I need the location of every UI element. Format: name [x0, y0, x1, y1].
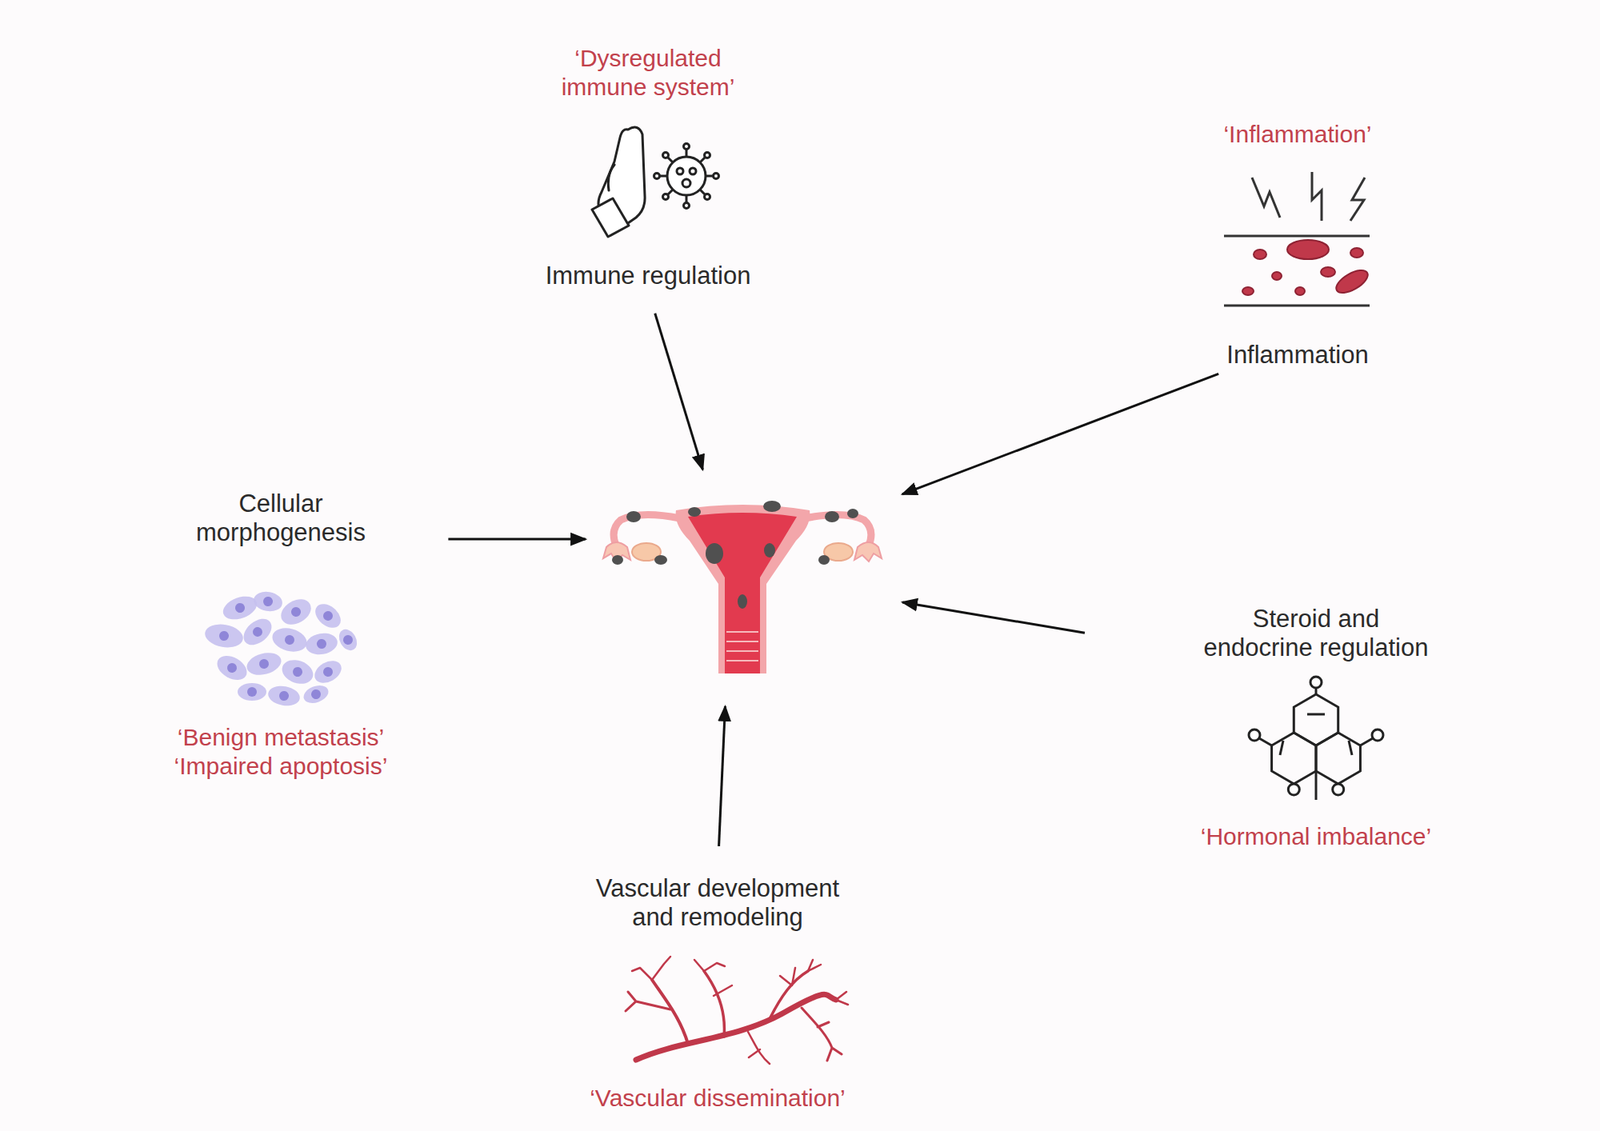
- vascular-tree-icon: [625, 956, 848, 1064]
- immune-hand-icon: [592, 127, 645, 237]
- icon-space: [568, 101, 728, 262]
- quoted-term: ‘Vascular dissemination’: [589, 1084, 846, 1113]
- steroid-molecule-icon: [1248, 676, 1384, 800]
- factor-label: Vascular development and remodeling: [585, 874, 850, 932]
- factor-label: Inflammation: [1226, 340, 1368, 370]
- factor-label: Cellular morphogenesis: [187, 489, 376, 548]
- quoted-term: ‘Hormonal imbalance’: [1200, 822, 1432, 852]
- factor-group: ‘Dysregulated immune system’ Immune regul…: [540, 44, 756, 291]
- icon-space: [1217, 148, 1378, 341]
- arrow-connector: [719, 706, 726, 847]
- factor-group: Steroid and endocrine regulation ‘Hormona…: [1195, 604, 1437, 852]
- factor-group: ‘Inflammation’ Inflammation: [1212, 120, 1383, 370]
- quoted-term: ‘Benign metastasis’: [177, 723, 384, 752]
- arrow-connector: [448, 537, 586, 540]
- factor-label: Steroid and endocrine regulation: [1200, 604, 1432, 663]
- arrow-connector: [655, 313, 704, 470]
- uterus-illustration: [603, 500, 882, 674]
- icon-space: [637, 932, 798, 1084]
- cells-icon: [203, 589, 361, 708]
- factor-label: Immune regulation: [545, 261, 752, 291]
- uterus-node: [588, 472, 900, 704]
- factor-group: Vascular development and remodeling ‘Vasc…: [580, 874, 855, 1113]
- inflammation-icon: [1224, 172, 1372, 306]
- icon-space: [1236, 662, 1396, 823]
- factor-group: Cellular morphogenesis ‘Benign metastasis…: [169, 489, 393, 781]
- icon-space: [200, 547, 361, 724]
- quoted-term: ‘Impaired apoptosis’: [174, 752, 388, 781]
- quoted-term: ‘Inflammation’: [1223, 120, 1372, 149]
- arrow-connector: [902, 373, 1219, 495]
- quoted-term: ‘Dysregulated immune system’: [552, 44, 744, 102]
- virus-icon: [654, 144, 720, 209]
- arrow-connector: [902, 602, 1085, 633]
